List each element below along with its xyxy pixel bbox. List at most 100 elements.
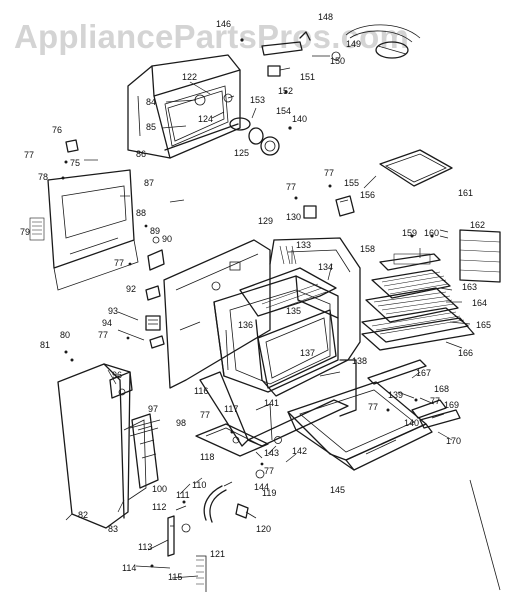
part-label-138: 138 xyxy=(352,356,367,366)
part-label-92: 92 xyxy=(126,284,136,294)
part-label-119: 119 xyxy=(262,488,276,498)
part-label-84: 84 xyxy=(146,97,156,107)
part-label-151: 151 xyxy=(300,72,315,82)
part-label-125: 125 xyxy=(234,148,249,158)
part-label-140: 140 xyxy=(404,418,419,428)
part-label-145: 145 xyxy=(330,485,345,495)
part-label-87: 87 xyxy=(144,178,154,188)
part-label-113: 113 xyxy=(138,542,152,552)
part-label-110: 110 xyxy=(192,480,206,490)
leader-lines xyxy=(84,81,471,579)
part-label-77: 77 xyxy=(24,150,34,160)
part-label-93: 93 xyxy=(108,306,118,316)
part-label-80: 80 xyxy=(60,330,70,340)
part-label-155: 155 xyxy=(344,178,359,188)
part-label-79: 79 xyxy=(20,227,30,237)
part-label-139: 139 xyxy=(388,390,403,400)
part-label-161: 161 xyxy=(458,188,473,198)
part-label-118: 118 xyxy=(200,452,214,462)
part-label-120: 120 xyxy=(256,524,271,534)
part-label-140-2: 140 xyxy=(292,114,307,124)
part-label-96: 96 xyxy=(112,370,122,380)
part-label-137: 137 xyxy=(300,348,315,358)
part-label-143: 143 xyxy=(264,448,279,458)
gasket-rings xyxy=(229,117,292,156)
fasteners-center xyxy=(255,436,282,479)
part-label-141: 141 xyxy=(264,398,279,408)
top-cabinet-box xyxy=(127,54,241,159)
part-label-114: 114 xyxy=(122,563,136,573)
part-label-111: 111 xyxy=(176,490,190,500)
part-label-163: 163 xyxy=(462,282,477,292)
oven-racks xyxy=(361,229,475,351)
part-label-75: 75 xyxy=(70,158,80,168)
part-label-89: 89 xyxy=(150,226,160,236)
part-label-169: 169 xyxy=(444,400,459,410)
part-label-100: 100 xyxy=(152,484,167,494)
part-label-134: 134 xyxy=(318,262,333,272)
part-label-130: 130 xyxy=(286,212,301,222)
part-label-165: 165 xyxy=(476,320,491,330)
oven-liner-box xyxy=(213,267,339,393)
part-label-154: 154 xyxy=(276,106,291,116)
part-label-146: 146 xyxy=(216,19,231,29)
part-label-82: 82 xyxy=(78,510,88,520)
part-label-77-6: 77 xyxy=(200,410,210,420)
part-label-77-2: 77 xyxy=(286,182,296,192)
part-label-98: 98 xyxy=(176,418,186,428)
vertical-trim-bar xyxy=(131,413,159,489)
part-label-167: 167 xyxy=(416,368,431,378)
part-label-115: 115 xyxy=(168,572,182,582)
oven-cavity-frame xyxy=(255,237,361,397)
part-label-170: 170 xyxy=(446,436,461,446)
part-label-133: 133 xyxy=(296,240,311,250)
part-label-77-5: 77 xyxy=(98,330,108,340)
part-label-153: 153 xyxy=(250,95,265,105)
part-label-162: 162 xyxy=(470,220,485,230)
part-label-86: 86 xyxy=(136,149,146,159)
part-label-77-8: 77 xyxy=(368,402,378,412)
part-label-135: 135 xyxy=(286,306,301,316)
part-label-166: 166 xyxy=(458,348,473,358)
part-label-159: 159 xyxy=(402,228,417,238)
part-label-129: 129 xyxy=(258,216,273,226)
part-label-156: 156 xyxy=(360,190,375,200)
part-label-77-3: 77 xyxy=(324,168,334,178)
part-label-160: 160 xyxy=(424,228,439,238)
part-label-90: 90 xyxy=(162,234,172,244)
part-label-122: 122 xyxy=(182,72,197,82)
part-label-83: 83 xyxy=(108,524,118,534)
part-label-97: 97 xyxy=(148,404,158,414)
part-label-121: 121 xyxy=(210,549,225,559)
gas-hose-assembly xyxy=(181,481,257,592)
center-frame-panel xyxy=(163,239,271,389)
part-label-142: 142 xyxy=(292,446,307,456)
part-label-117: 117 xyxy=(224,404,238,414)
part-label-124: 124 xyxy=(198,114,213,124)
small-brackets xyxy=(126,224,165,349)
part-label-77-9: 77 xyxy=(430,396,440,406)
part-label-152: 152 xyxy=(278,86,293,96)
part-label-148: 148 xyxy=(318,12,333,22)
part-label-168: 168 xyxy=(434,384,449,394)
part-label-77-7: 77 xyxy=(264,466,274,476)
part-label-164: 164 xyxy=(472,298,487,308)
part-label-116: 116 xyxy=(194,386,208,396)
part-label-112: 112 xyxy=(152,502,166,512)
part-label-76: 76 xyxy=(52,125,62,135)
part-label-88: 88 xyxy=(136,208,146,218)
watermark: AppliancePartsPros.com xyxy=(14,18,410,55)
part-label-78: 78 xyxy=(38,172,48,182)
part-label-150: 150 xyxy=(330,56,345,66)
top-small-parts xyxy=(240,24,421,94)
part-label-136: 136 xyxy=(238,320,253,330)
part-label-85: 85 xyxy=(146,122,156,132)
small-clips xyxy=(294,184,355,219)
part-label-144: 144 xyxy=(254,482,269,492)
storage-drawer xyxy=(287,359,461,471)
part-label-149: 149 xyxy=(346,39,361,49)
bottom-bracket xyxy=(195,423,269,457)
left-side-panel xyxy=(29,139,139,291)
